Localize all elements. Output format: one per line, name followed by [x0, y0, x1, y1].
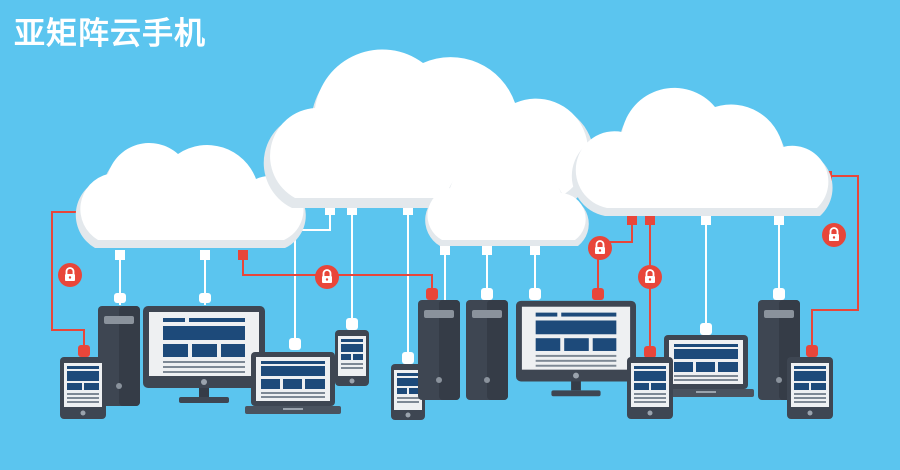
page-title: 亚矩阵云手机	[14, 16, 206, 52]
lock-icon	[638, 265, 662, 289]
tablet-icon	[60, 357, 106, 419]
cloud-icon	[571, 87, 833, 216]
monitor-icon	[516, 300, 636, 397]
cloud-icon	[75, 143, 306, 248]
lock-icon	[822, 223, 846, 247]
phone-icon	[335, 330, 369, 386]
server-tower-icon	[418, 300, 460, 400]
server-tower-icon	[466, 300, 508, 400]
laptop-icon	[245, 352, 341, 414]
tablet-icon	[787, 357, 833, 419]
monitor-icon	[143, 306, 265, 403]
lock-icon	[315, 265, 339, 289]
cloud-icon	[425, 159, 589, 246]
lock-icon	[588, 236, 612, 260]
lock-icon	[58, 263, 82, 287]
tablet-icon	[627, 357, 673, 419]
